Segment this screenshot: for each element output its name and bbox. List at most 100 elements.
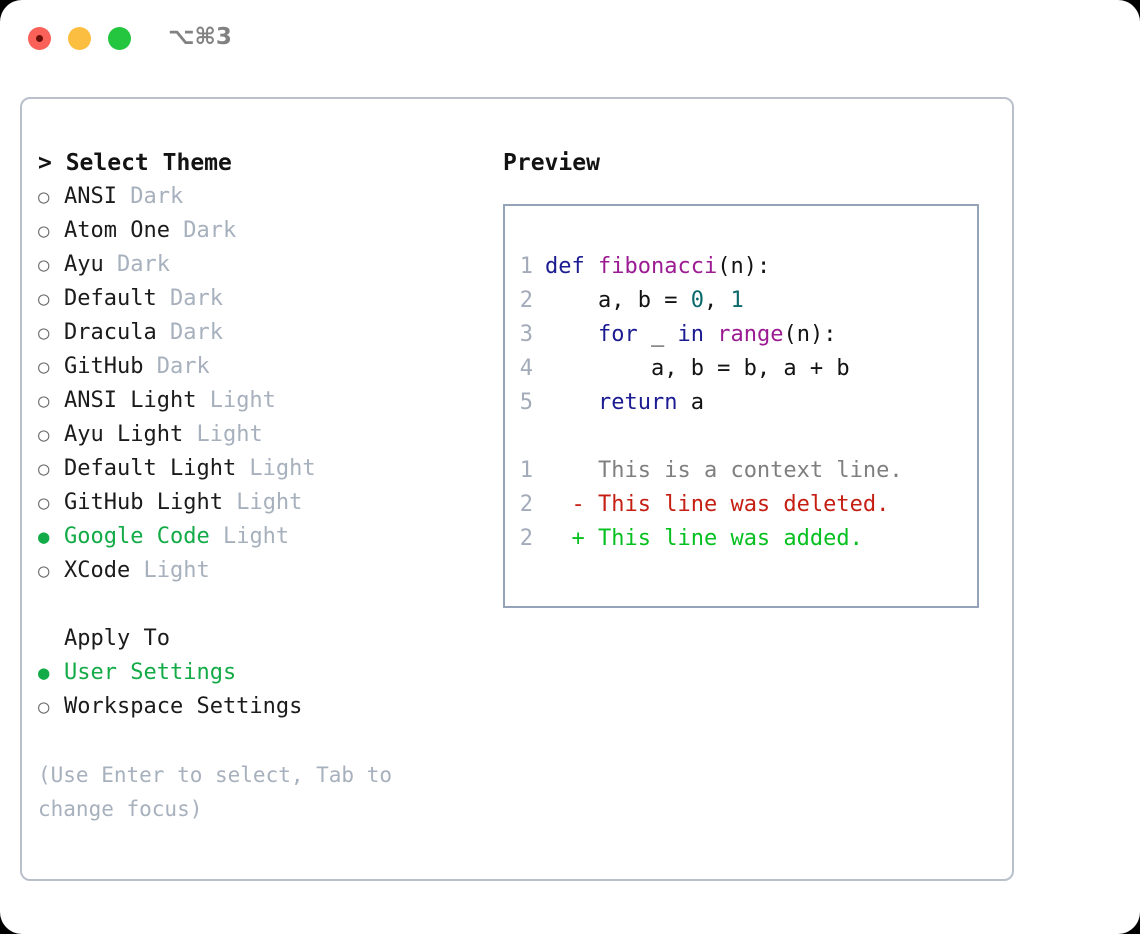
theme-option-category: Dark bbox=[103, 252, 170, 277]
theme-option-name: ANSI bbox=[64, 184, 117, 209]
theme-option-category: Light bbox=[209, 524, 290, 549]
theme-option-ayu[interactable]: ○ Ayu Dark bbox=[38, 248, 478, 282]
radio-unselected-icon: ○ bbox=[38, 220, 50, 242]
radio-unselected-icon: ○ bbox=[38, 560, 50, 582]
apply-to-option-name: User Settings bbox=[64, 660, 237, 685]
theme-option-category: Light bbox=[130, 558, 210, 583]
code-token-pln: , bbox=[703, 288, 731, 313]
close-window-button[interactable] bbox=[28, 27, 51, 50]
code-line-content: for _ in range(n): bbox=[545, 318, 836, 352]
theme-option-atom-one[interactable]: ○ Atom One Dark bbox=[38, 214, 478, 248]
theme-option-name: Google Code bbox=[64, 524, 210, 549]
code-token-pln: (n): bbox=[717, 254, 771, 279]
theme-option-name: GitHub bbox=[64, 354, 144, 379]
code-token-kw: return bbox=[597, 390, 678, 415]
theme-option-category: Light bbox=[183, 422, 263, 447]
theme-option-name: Ayu Light bbox=[64, 422, 184, 447]
code-token-pln: a, b = b, a + b bbox=[545, 356, 850, 381]
diff-line-del: 2 - This line was deleted. bbox=[505, 488, 977, 522]
theme-option-name: GitHub Light bbox=[64, 490, 223, 515]
maximize-window-button[interactable] bbox=[108, 27, 131, 50]
code-token-pln bbox=[704, 322, 717, 347]
theme-option-ayu-light[interactable]: ○Ayu Light Light bbox=[38, 418, 478, 452]
code-token-fn: fibonacci bbox=[597, 254, 718, 279]
code-token-pln: a bbox=[677, 390, 704, 415]
code-token-pln bbox=[545, 390, 598, 415]
code-token-num: 0 bbox=[690, 288, 704, 313]
theme-option-category: Light bbox=[236, 456, 316, 481]
theme-option-name: ANSI Light bbox=[64, 388, 197, 413]
code-line: 5 return a bbox=[505, 386, 977, 420]
diff-spacer bbox=[505, 420, 977, 454]
code-line-content: def fibonacci(n): bbox=[545, 250, 770, 284]
diff-line-add: 2 + This line was added. bbox=[505, 522, 977, 556]
diff-line-text: This line was deleted. bbox=[584, 492, 890, 517]
diff-line-text: This is a context line. bbox=[584, 458, 903, 483]
diff-marker-add: + bbox=[545, 526, 585, 551]
code-token-pln: (n): bbox=[783, 322, 837, 347]
code-line-number: 3 bbox=[519, 322, 533, 347]
theme-option-dracula[interactable]: ○Dracula Dark bbox=[38, 316, 478, 350]
code-line-number: 2 bbox=[519, 288, 533, 313]
code-token-pln: _ bbox=[637, 322, 678, 347]
code-line-content: a, b = 0, 1 bbox=[545, 284, 744, 318]
section-spacer bbox=[38, 588, 478, 622]
theme-option-default-light[interactable]: ○ Default Light Light bbox=[38, 452, 478, 486]
code-token-pln: a, b = bbox=[545, 288, 691, 313]
code-token-kw: in bbox=[677, 322, 704, 347]
code-line-number: 1 bbox=[519, 254, 533, 279]
theme-option-category: Dark bbox=[143, 354, 210, 379]
apply-to-option-name: Workspace Settings bbox=[64, 694, 303, 719]
theme-list[interactable]: ○ANSI Dark○Atom One Dark○Ayu Dark○Defaul… bbox=[38, 180, 478, 588]
radio-unselected-icon: ○ bbox=[38, 356, 50, 378]
code-line: 2 a, b = 0, 1 bbox=[505, 284, 977, 318]
code-line-number: 4 bbox=[519, 356, 533, 381]
theme-option-name: XCode bbox=[64, 558, 131, 583]
theme-option-category: Light bbox=[196, 388, 276, 413]
radio-selected-icon: ● bbox=[38, 662, 50, 684]
radio-selected-icon: ● bbox=[38, 526, 50, 548]
radio-unselected-icon: ○ bbox=[38, 390, 50, 412]
code-line-number: 5 bbox=[519, 390, 533, 415]
radio-unselected-icon: ○ bbox=[38, 288, 50, 310]
radio-unselected-icon: ○ bbox=[38, 458, 50, 480]
keyboard-shortcut-label: ⌥⌘3 bbox=[168, 24, 232, 50]
theme-option-ansi-light[interactable]: ○ ANSI Light Light bbox=[38, 384, 478, 418]
theme-option-category: Dark bbox=[169, 218, 237, 243]
minimize-window-button[interactable] bbox=[68, 27, 91, 50]
theme-option-category: Light bbox=[222, 490, 303, 515]
theme-option-name: Dracula bbox=[64, 320, 157, 345]
theme-option-name: Default Light bbox=[64, 456, 237, 481]
apply-to-option-workspace-settings[interactable]: ○Workspace Settings bbox=[38, 690, 478, 724]
theme-option-category: Dark bbox=[156, 320, 223, 345]
diff-line-number: 1 bbox=[519, 458, 533, 483]
theme-option-google-code[interactable]: ● Google Code Light bbox=[38, 520, 478, 554]
theme-option-github-light[interactable]: ○GitHub Light Light bbox=[38, 486, 478, 520]
radio-unselected-icon: ○ bbox=[38, 186, 50, 208]
apply-to-option-user-settings[interactable]: ● User Settings bbox=[38, 656, 478, 690]
diff-line-number: 2 bbox=[519, 492, 533, 517]
theme-option-name: Atom One bbox=[64, 218, 170, 243]
apply-to-list[interactable]: ● User Settings ○Workspace Settings bbox=[38, 656, 478, 724]
apply-to-header: Apply To bbox=[64, 626, 170, 651]
theme-option-ansi[interactable]: ○ ANSI Dark bbox=[38, 180, 478, 214]
radio-unselected-icon: ○ bbox=[38, 254, 50, 276]
preview-header: Preview bbox=[503, 150, 600, 176]
code-token-kw: for bbox=[597, 322, 638, 347]
theme-option-name: Ayu bbox=[64, 252, 104, 277]
theme-selection-column: > Select Theme ○ANSI Dark○Atom One Dark○… bbox=[38, 146, 478, 826]
theme-option-category: Dark bbox=[116, 184, 184, 209]
code-line: 4 a, b = b, a + b bbox=[505, 352, 977, 386]
diff-line-text: This line was added. bbox=[584, 526, 863, 551]
code-line-content: a, b = b, a + b bbox=[545, 352, 850, 386]
code-token-num: 1 bbox=[730, 288, 744, 313]
theme-option-default[interactable]: ○Default Dark bbox=[38, 282, 478, 316]
theme-option-github[interactable]: ○ GitHub Dark bbox=[38, 350, 478, 384]
theme-option-xcode[interactable]: ○ XCode Light bbox=[38, 554, 478, 588]
content-panel: > Select Theme ○ANSI Dark○Atom One Dark○… bbox=[20, 97, 1014, 881]
code-token-kw: def bbox=[545, 254, 598, 279]
